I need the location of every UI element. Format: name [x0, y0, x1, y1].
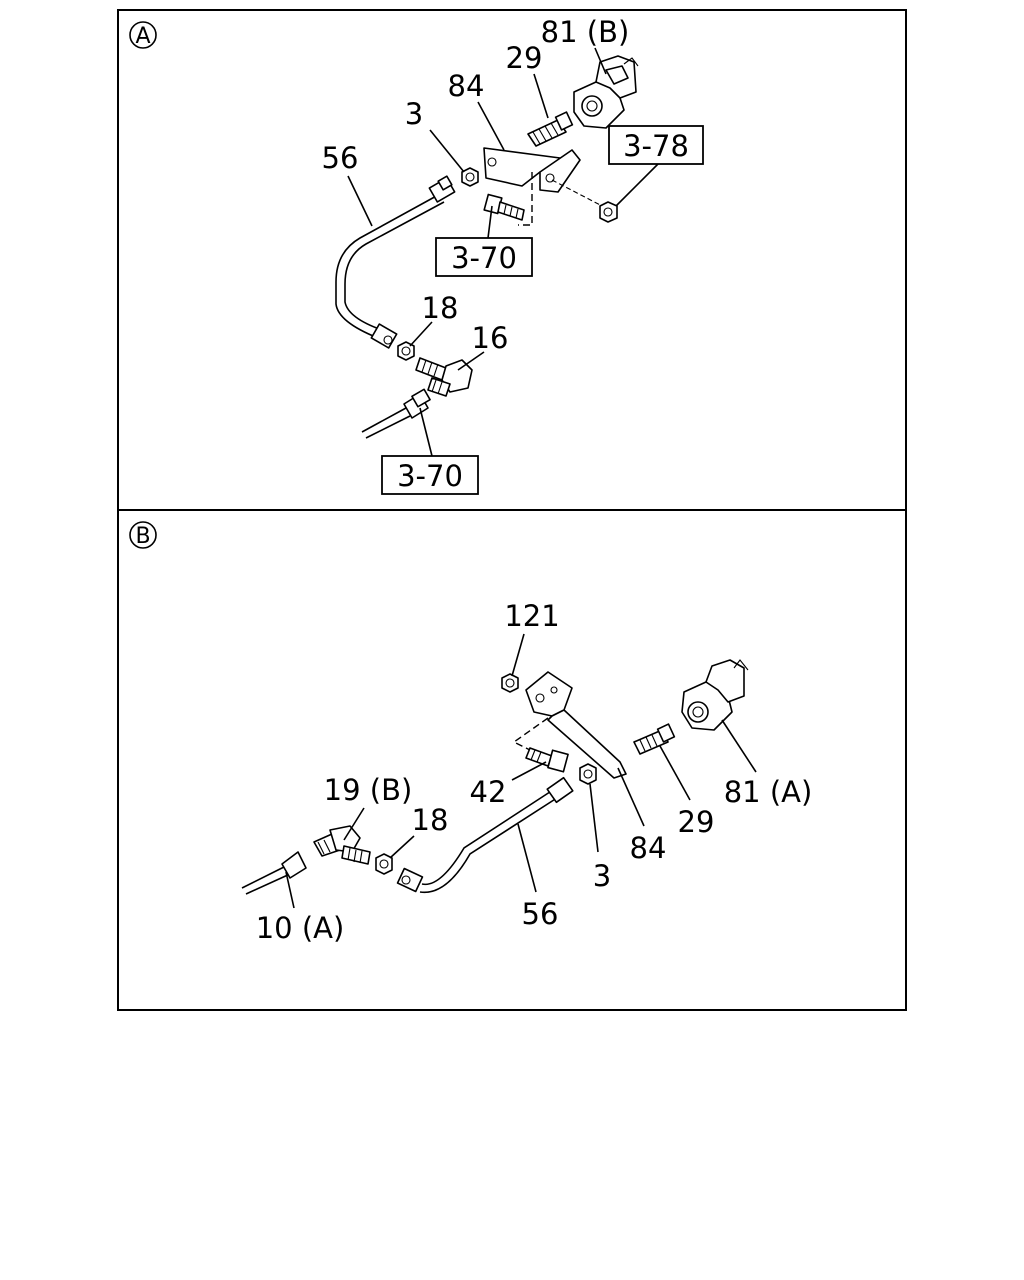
label-84-b: 84 — [630, 831, 667, 865]
label-3-b: 3 — [593, 859, 611, 893]
flare-nut-top-a — [428, 175, 456, 203]
leader-84-b — [617, 767, 645, 827]
leader-16-a — [457, 351, 485, 371]
label-18-b: 18 — [412, 803, 449, 837]
nut-18-b — [375, 853, 393, 875]
label-29-a: 29 — [506, 41, 543, 75]
label-81a-b: 81 (A) — [724, 775, 813, 809]
bolt-a — [483, 193, 525, 221]
leader-370-lower-a — [419, 407, 433, 457]
nut-121-b — [501, 673, 519, 693]
nut-leader-dash-a — [551, 179, 607, 209]
leader-370-upper-a — [487, 205, 493, 239]
panel-b-marker: B — [135, 524, 150, 549]
nut-3-b — [579, 763, 597, 785]
tee-16-a — [415, 357, 473, 397]
pipe-56-a-outer — [335, 193, 441, 339]
panel-a-marker-circle — [129, 21, 157, 49]
pipe-56-b-outer — [421, 787, 557, 886]
leader-81a-b — [721, 719, 757, 773]
leader-3-b — [589, 783, 599, 853]
bracket-84-a — [483, 147, 581, 193]
coupling-head-81b-a — [573, 55, 639, 129]
label-18-a: 18 — [422, 291, 459, 325]
ref-370-lower: 3-70 — [397, 459, 463, 493]
pipe-56-a-inner — [344, 201, 445, 331]
label-29-b: 29 — [678, 805, 715, 839]
pipe-56-b-inner — [419, 795, 561, 894]
leader-56-a — [347, 175, 373, 227]
nut-18-a — [397, 341, 415, 361]
leader-84-a — [477, 101, 505, 151]
tee-19b-b — [313, 825, 371, 865]
leader-29-a — [533, 73, 549, 119]
leader-378-a — [615, 163, 659, 207]
panel-b-frame — [117, 509, 907, 1011]
union-29-b — [633, 723, 676, 755]
leader-56-b — [517, 823, 537, 893]
nut-3-a — [461, 167, 479, 187]
flare-nut-bottom-a — [370, 323, 398, 349]
bracket-mount-dashes-a — [518, 172, 533, 226]
nut-378-a — [599, 201, 618, 223]
label-56-b: 56 — [522, 897, 559, 931]
label-19b-b: 19 (B) — [324, 773, 413, 807]
label-42-b: 42 — [470, 775, 507, 809]
ref-370-upper: 3-70 — [451, 241, 517, 275]
coupling-head-81a-b — [681, 659, 749, 731]
label-3-a: 3 — [405, 97, 423, 131]
label-84-a: 84 — [448, 69, 485, 103]
bolt-42-b — [525, 747, 569, 773]
panel-b-marker-circle — [129, 521, 157, 549]
leader-18-b — [389, 835, 415, 859]
panel-a: A — [129, 15, 704, 495]
label-121-b: 121 — [504, 599, 559, 633]
panel-b: B — [129, 521, 813, 945]
leader-3-a — [429, 129, 465, 173]
flare-nut-right-b — [546, 776, 574, 804]
union-29-a — [527, 111, 574, 147]
pipe-10a-b — [241, 851, 307, 895]
label-81b-a: 81 (B) — [541, 15, 630, 49]
ref-378: 3-78 — [623, 129, 689, 163]
lower-pipe-a — [361, 388, 431, 439]
leader-10a-b — [285, 871, 295, 909]
leader-19b-b — [343, 807, 365, 841]
bracket-mount-dashes-b — [512, 717, 549, 751]
leader-18-a — [409, 321, 433, 347]
ref-box-378 — [608, 125, 704, 165]
panel-a-marker: A — [135, 24, 150, 49]
ref-box-370-lower — [381, 455, 479, 495]
flare-nut-left-b — [396, 867, 424, 893]
leader-42-b — [511, 761, 547, 781]
leader-121-b — [511, 633, 525, 677]
leader-29-b — [659, 745, 691, 801]
label-56-a: 56 — [322, 141, 359, 175]
leader-81b-a — [594, 47, 607, 75]
ref-box-370-upper — [435, 237, 533, 277]
label-10a-b: 10 (A) — [256, 911, 345, 945]
bracket-84-b — [525, 671, 627, 779]
label-16-a: 16 — [472, 321, 509, 355]
